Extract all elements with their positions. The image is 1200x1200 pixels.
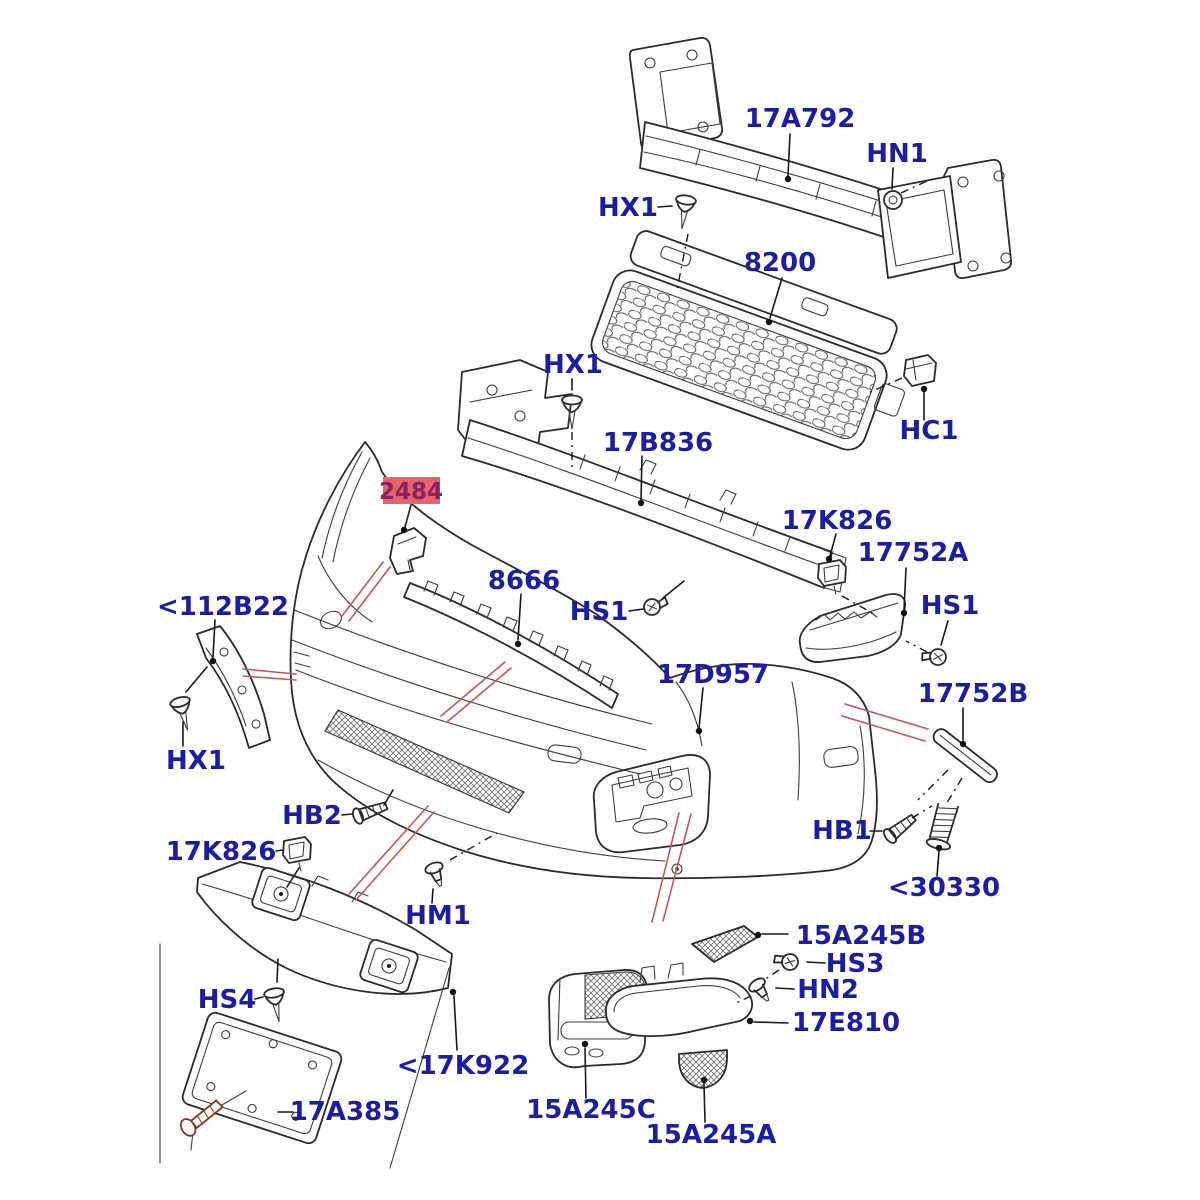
part-bumper-reinforcement-beam (628, 36, 1013, 280)
part-label-8200: 8200 (744, 248, 816, 278)
part-grille (590, 230, 905, 451)
part-label-17K922: <17K922 (397, 1051, 529, 1081)
part-mesh-cap-a (678, 1049, 728, 1089)
part-label-HS1-right: HS1 (921, 591, 980, 621)
part-label-112B22: <112B22 (157, 592, 289, 622)
part-label-17752B: 17752B (918, 679, 1028, 709)
part-label-HX1-top: HX1 (598, 193, 658, 223)
part-label-17E810: 17E810 (792, 1008, 900, 1038)
hs4-screw (262, 958, 290, 1025)
part-label-17752A: 17752A (858, 538, 969, 568)
part-label-HX1-mid: HX1 (543, 350, 603, 380)
part-label-HS4: HS4 (198, 985, 257, 1015)
part-bumper-cover (289, 441, 878, 880)
part-label-HS1-left: HS1 (570, 597, 629, 627)
part-label-2484-highlighted: 2484 (379, 479, 443, 505)
part-labels: 17A792 HN1 HX1 8200 HX1 17B836 HC1 2484 … (157, 104, 1028, 1150)
spring-30330 (925, 803, 959, 851)
part-label-17D957: 17D957 (657, 660, 769, 690)
clip-17k826-left (282, 836, 312, 888)
leader-lines (182, 133, 967, 1123)
part-impact-absorber (457, 359, 847, 593)
part-label-17K826-right: 17K826 (782, 506, 893, 536)
hx1-screw-left (168, 666, 208, 734)
part-mesh-insert-b (691, 925, 759, 963)
part-label-HX1-left: HX1 (166, 746, 226, 776)
part-label-HN2: HN2 (797, 975, 859, 1005)
part-label-HC1: HC1 (900, 416, 959, 446)
part-label-HB1: HB1 (812, 816, 872, 846)
part-label-15A245B: 15A245B (796, 921, 926, 951)
part-label-17B836: 17B836 (603, 428, 713, 458)
red-pointer-lines (242, 561, 929, 923)
part-undertray (196, 861, 453, 995)
part-label-15A245A: 15A245A (646, 1120, 777, 1150)
part-washer-jet-cover (389, 527, 427, 575)
hb2-bolt (350, 789, 394, 826)
part-label-8666: 8666 (488, 566, 560, 596)
part-hc1-bracket (865, 354, 937, 395)
part-side-bracket (196, 625, 271, 749)
part-label-HB2: HB2 (282, 801, 342, 831)
part-centre-strip (403, 580, 619, 709)
highlight-box-2484 (383, 477, 440, 504)
part-label-17A385: 17A385 (290, 1097, 401, 1127)
part-label-HN1: HN1 (866, 139, 928, 169)
hm1-clip (422, 832, 498, 890)
clip-17k826-right (817, 559, 875, 615)
hx1-screw-mid (561, 394, 583, 467)
hb1-bolt (880, 805, 933, 846)
hs1-screw-right (905, 640, 949, 668)
part-label-17K826-left: 17K826 (166, 837, 277, 867)
part-licence-plate-bracket (159, 943, 450, 1169)
part-side-lamp (798, 593, 906, 663)
hs3-screw (735, 948, 802, 1004)
part-label-15A245C: 15A245C (526, 1095, 656, 1125)
part-label-HM1: HM1 (405, 901, 471, 931)
hx1-screw-top (671, 193, 698, 291)
part-label-HS3: HS3 (826, 949, 885, 979)
part-fog-bezel (605, 962, 753, 1038)
part-label-17A792: 17A792 (745, 104, 856, 134)
part-blade-17752b (917, 728, 998, 807)
hs1-screw-left (641, 580, 685, 618)
hn1-nut (883, 180, 928, 210)
part-label-30330: <30330 (888, 873, 1000, 903)
